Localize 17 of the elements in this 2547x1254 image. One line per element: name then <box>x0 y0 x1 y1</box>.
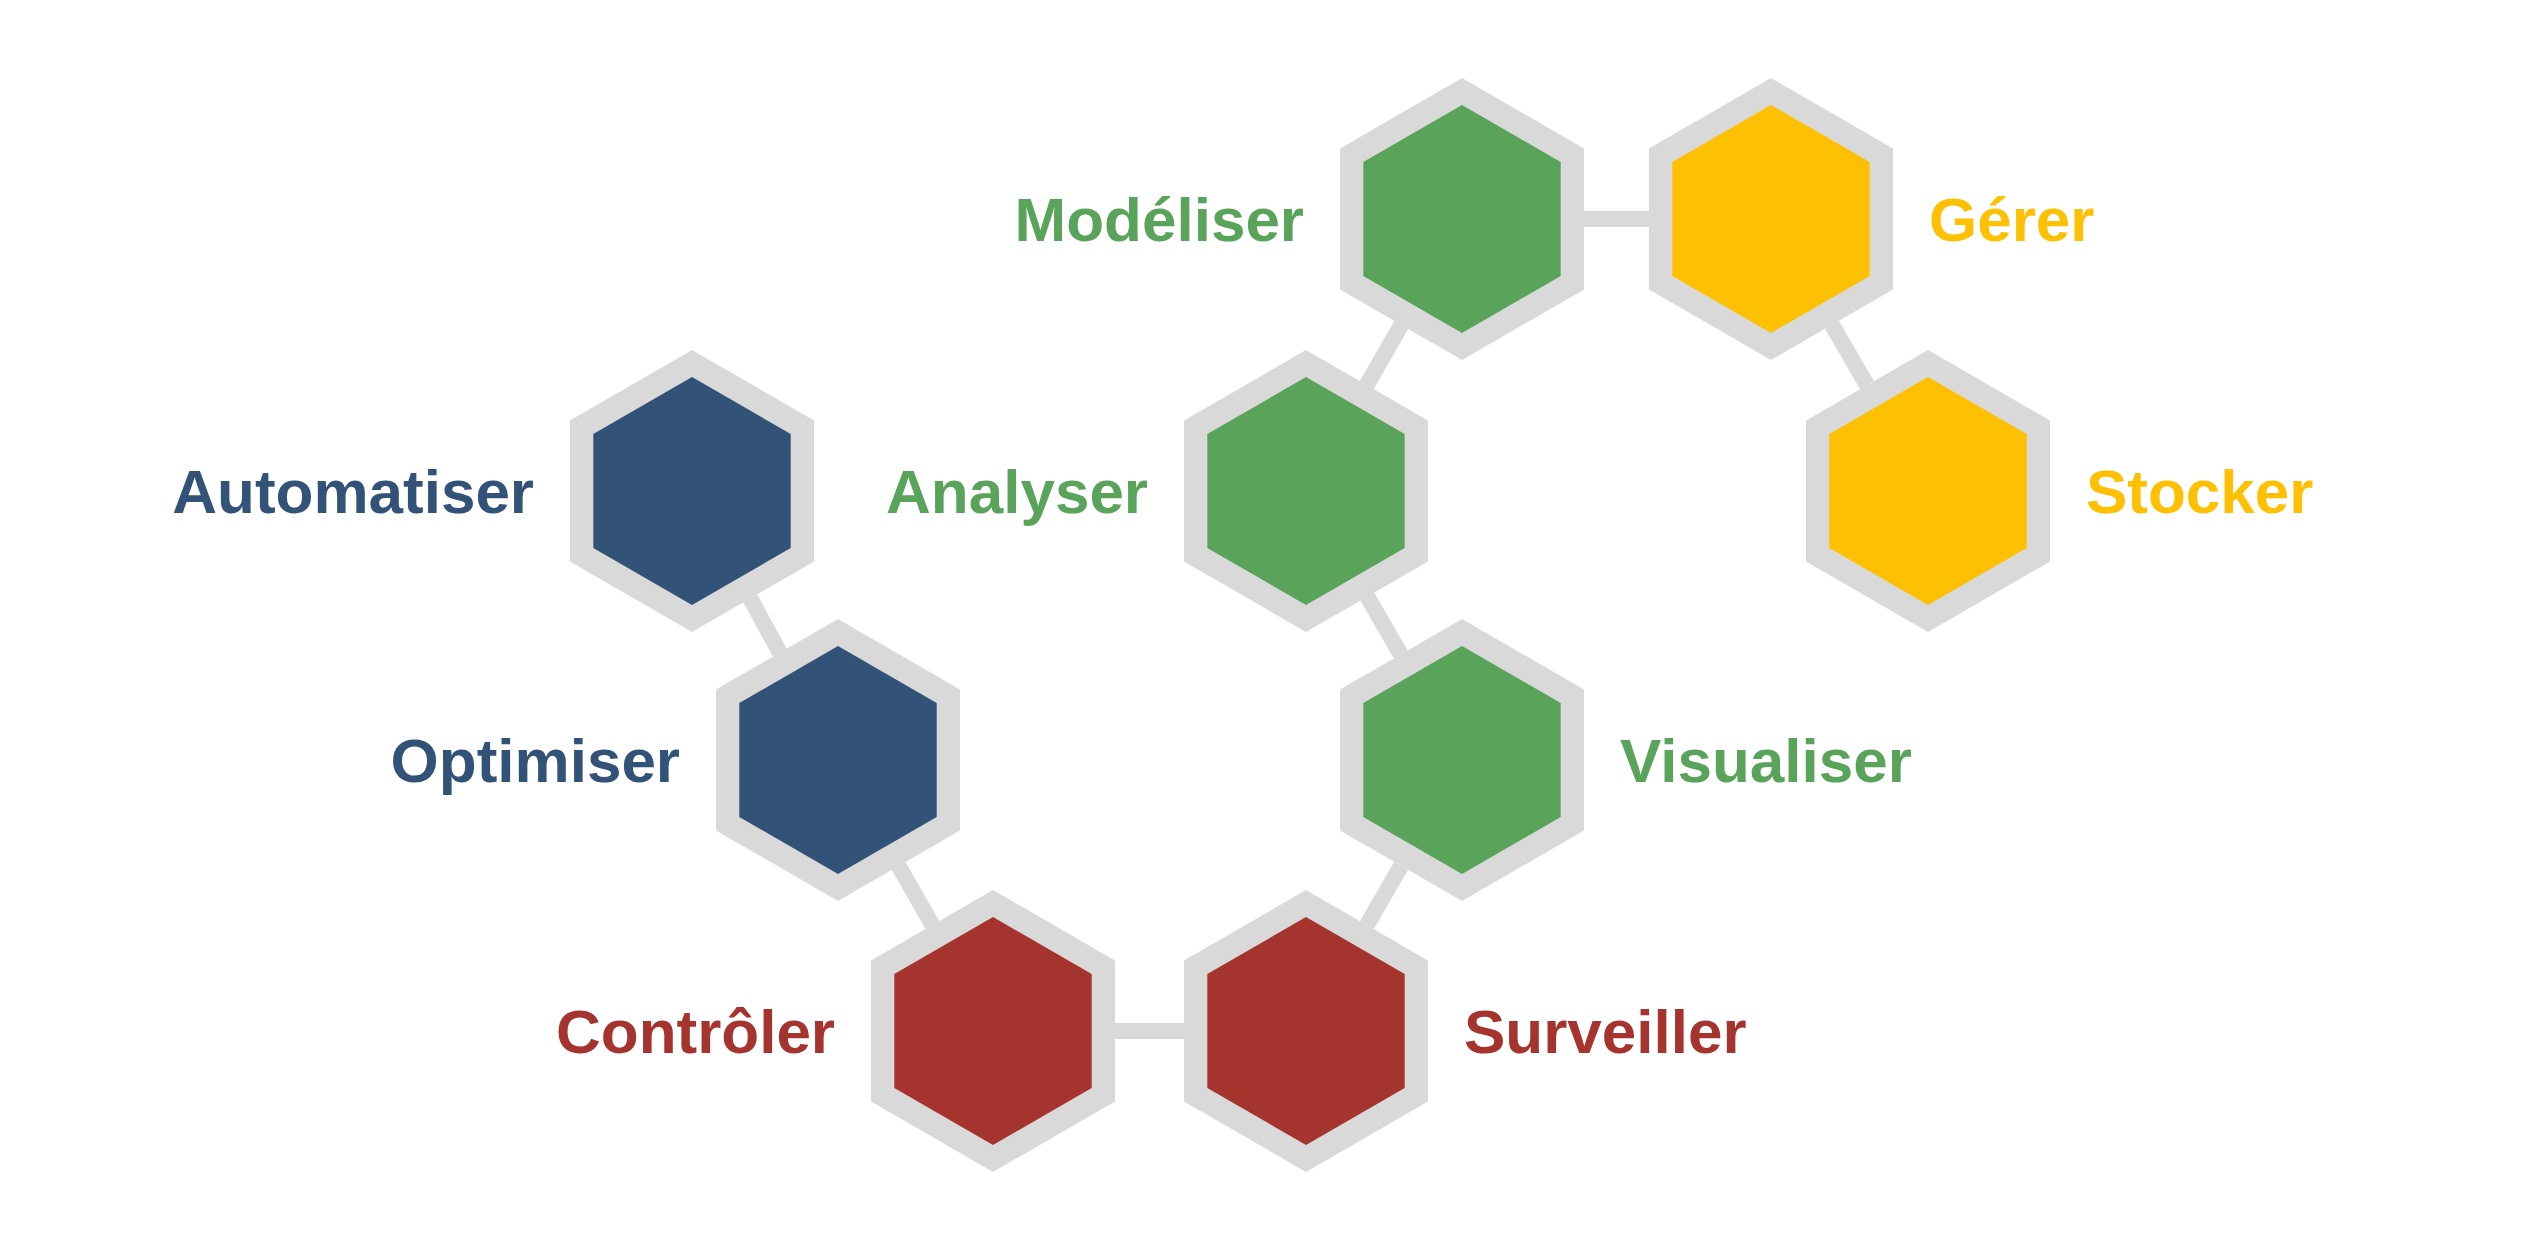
connector-bar <box>891 861 940 930</box>
connector-bar <box>743 594 787 657</box>
node-label: Gérer <box>1929 183 2095 255</box>
node-label: Automatiser <box>172 455 534 527</box>
node-label: Visualiser <box>1620 724 1912 796</box>
node-label: Modéliser <box>1014 183 1304 255</box>
connector-bar <box>1360 592 1408 659</box>
node-label: Analyser <box>886 455 1148 527</box>
node-label: Optimiser <box>390 724 680 796</box>
node-label: Surveiller <box>1464 995 1747 1067</box>
connector-bar <box>1825 320 1874 390</box>
connector-bar <box>1359 861 1409 930</box>
connector-bar <box>1584 211 1649 227</box>
connector-bar <box>1115 1023 1184 1039</box>
node-label: Stocker <box>2086 455 2314 527</box>
connector-bar <box>1359 320 1409 390</box>
node-label: Contrôler <box>556 995 835 1067</box>
